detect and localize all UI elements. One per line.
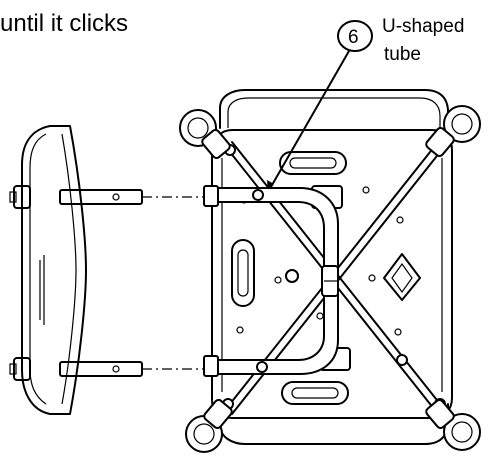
backrest-upper-arm	[9, 185, 143, 209]
caster-top-right	[425, 105, 481, 157]
caster-bottom-right	[425, 399, 481, 451]
callout-label-line-2: tube	[384, 44, 421, 65]
callout-label-line-1: U-shaped	[382, 16, 465, 37]
callout-leader-line	[267, 50, 350, 193]
callout-number: 6	[348, 27, 359, 48]
caster-top-left	[179, 109, 231, 159]
caster-bottom-left	[185, 399, 233, 453]
instruction-text: until it clicks	[0, 10, 129, 37]
u-shaped-tube-part	[203, 185, 339, 377]
callout-bubble: 6	[267, 20, 373, 193]
backrest-lower-arm	[9, 357, 143, 381]
backrest-part	[9, 125, 143, 415]
